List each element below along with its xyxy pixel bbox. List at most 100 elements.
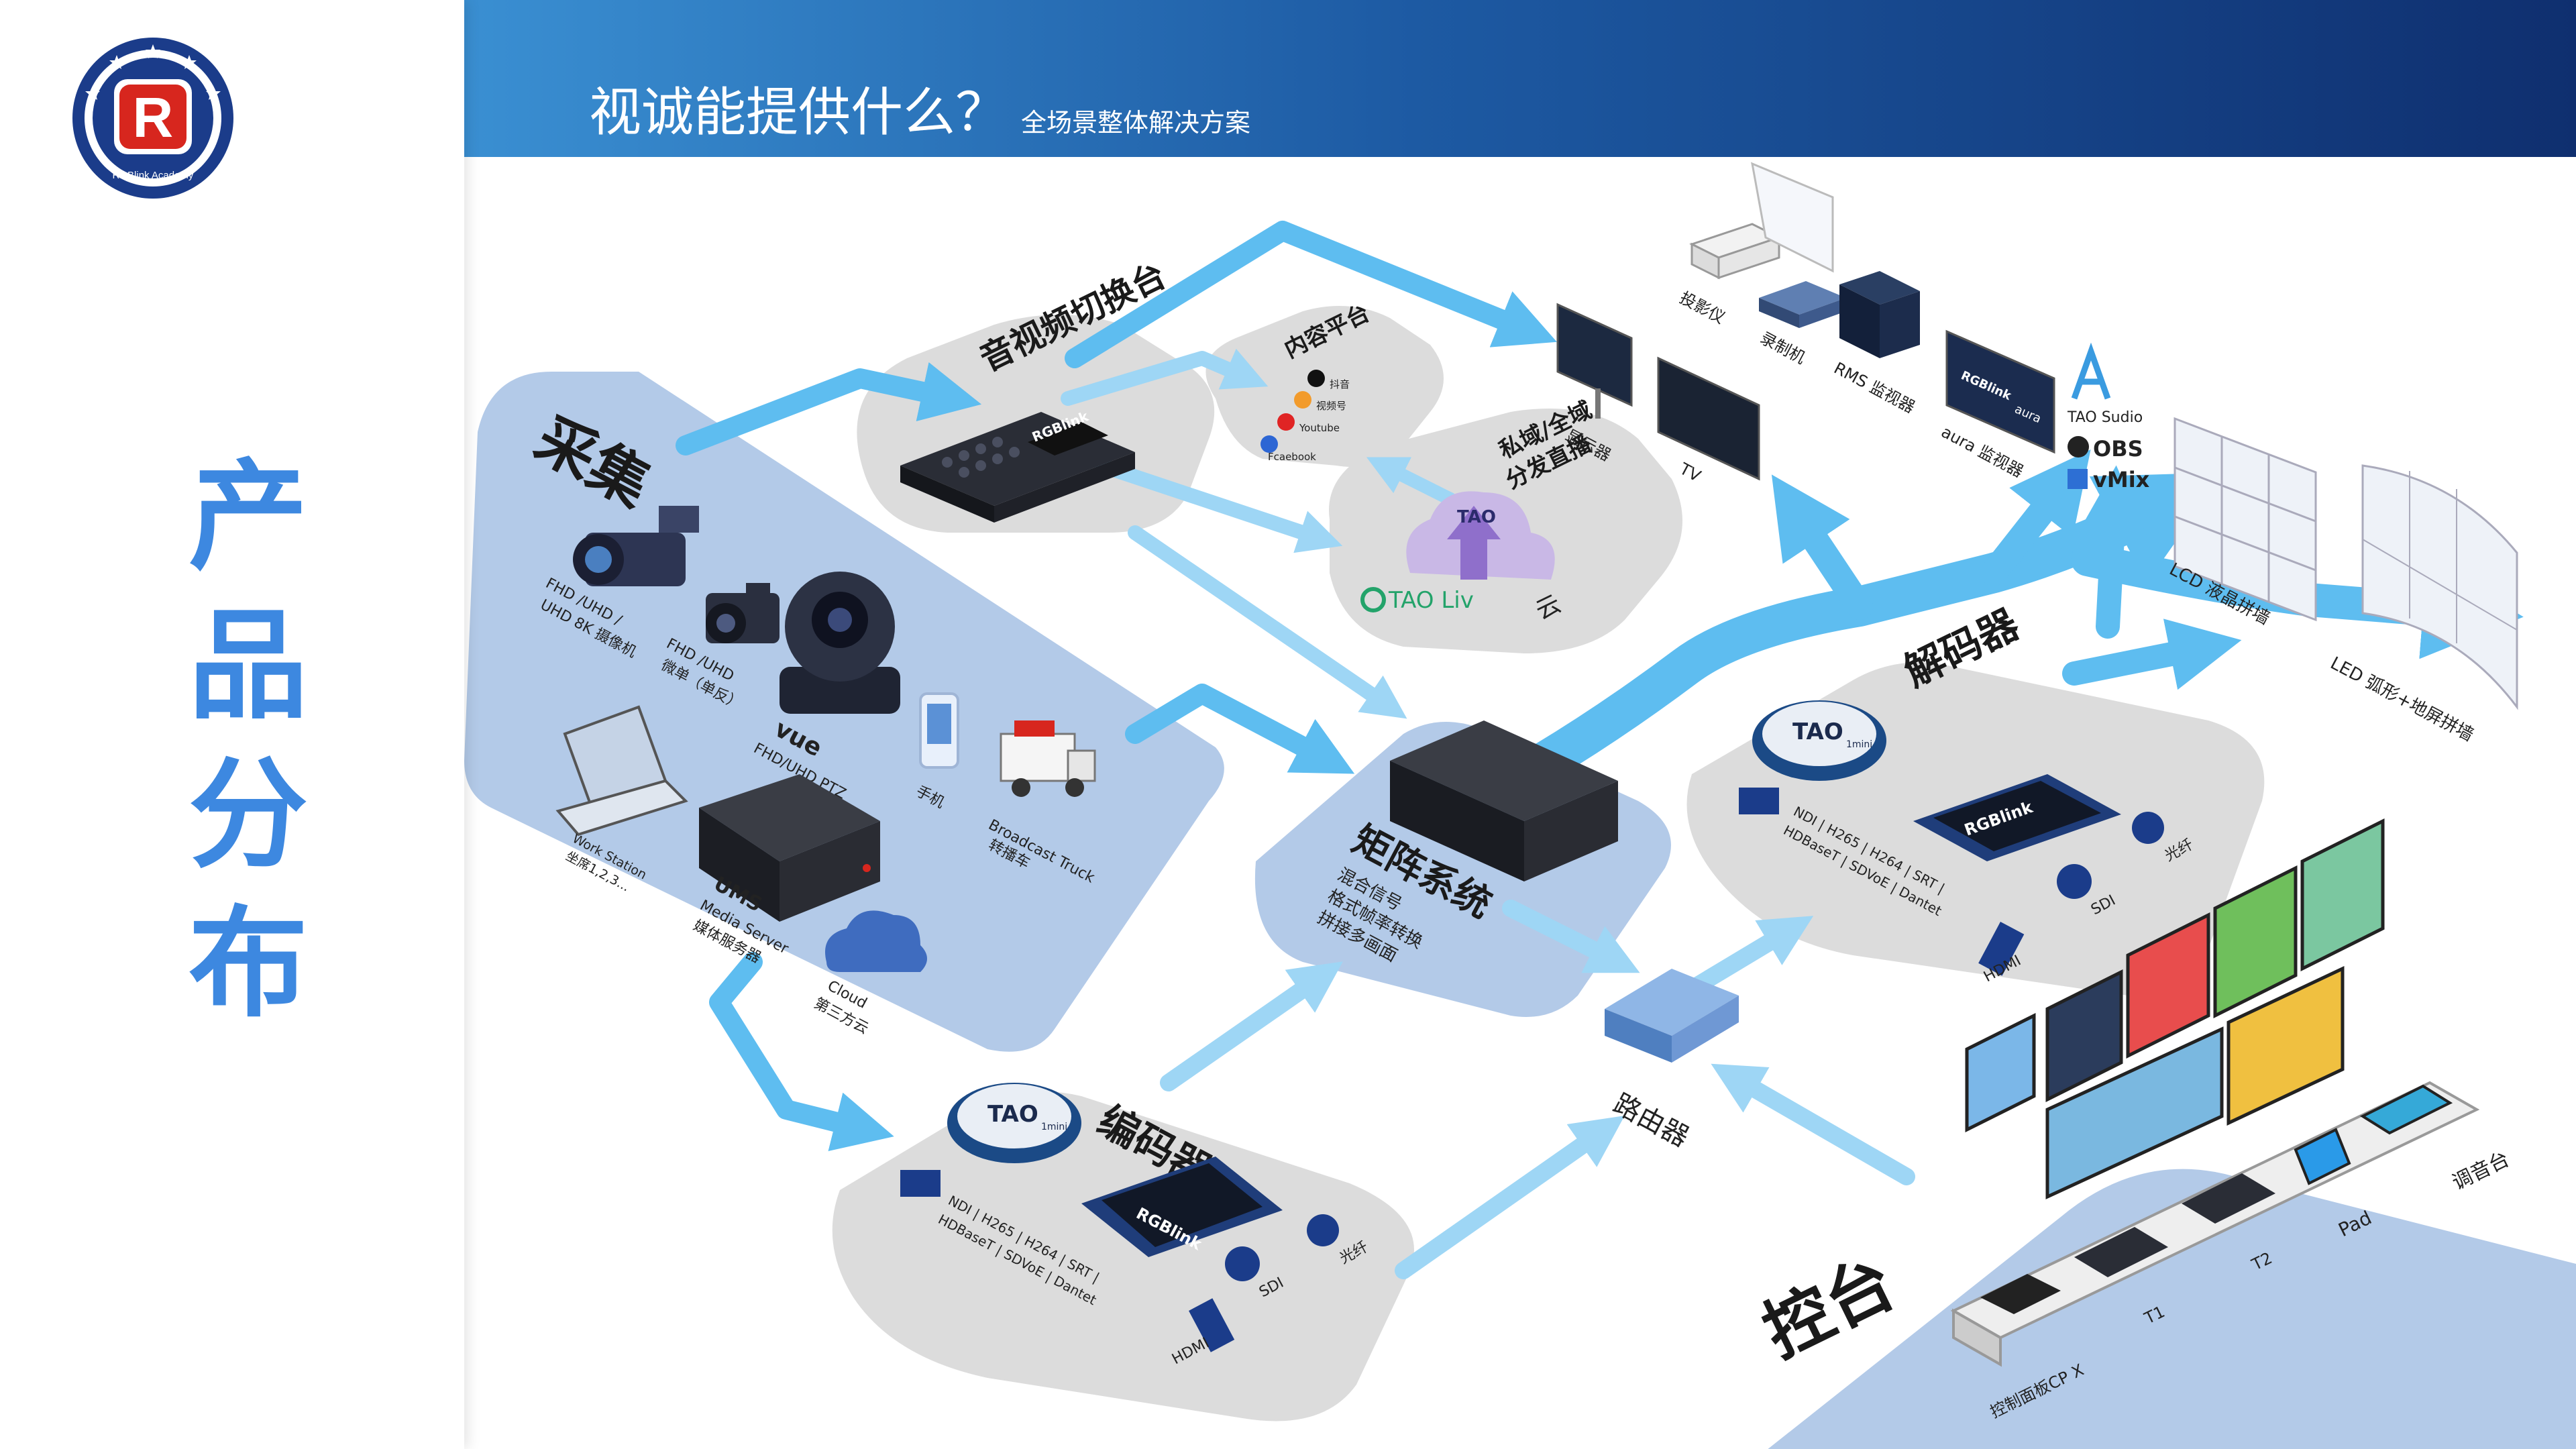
software-obs: OBS bbox=[2093, 436, 2143, 462]
arrow-encoder-to-router bbox=[1395, 1116, 1625, 1279]
side-title: 产 品 分 布 bbox=[181, 443, 315, 1038]
header-banner: 视诚能提供什么？ 全场景整体解决方案 bbox=[464, 0, 2576, 157]
arrow-capture-to-switcher bbox=[676, 362, 982, 455]
arrow-matrix-to-router bbox=[1502, 900, 1640, 973]
side-title-char-3: 分 bbox=[189, 745, 308, 884]
decoder-hdmi-icon bbox=[1978, 922, 2025, 976]
encoder-fiber-icon bbox=[1307, 1214, 1339, 1246]
tao-liv-label: TAO Liv bbox=[1388, 587, 1474, 614]
encoder-mini-label: 1mini bbox=[1041, 1122, 1067, 1132]
arrow-switcher-to-monitors bbox=[1065, 221, 1557, 368]
rgblink-academy-logo: R RGBlink Academy bbox=[72, 38, 233, 199]
rms-label: RMS 监视器 bbox=[1831, 359, 1918, 417]
page-subtitle: 全场景整体解决方案 bbox=[1021, 108, 1251, 138]
logo-stars-icon bbox=[85, 44, 221, 100]
arrow-capture-to-encoder bbox=[709, 952, 894, 1152]
encoder-panel bbox=[832, 1091, 1414, 1421]
platform-item-channels: 视频号 bbox=[1316, 400, 1346, 412]
left-panel: R RGBlink Academy 产 品 分 布 bbox=[0, 0, 464, 1449]
projector-label: 投影仪 bbox=[1676, 288, 1728, 328]
douyin-icon bbox=[1307, 370, 1325, 387]
facebook-icon bbox=[1260, 435, 1278, 453]
recorder-label: 录制机 bbox=[1757, 329, 1809, 368]
decoder-fiber-icon bbox=[2132, 812, 2164, 844]
side-title-char-4: 布 bbox=[189, 894, 308, 1033]
vmix-logo-icon bbox=[2068, 469, 2088, 489]
arrow-console-to-router bbox=[1711, 1063, 1915, 1185]
encoder-hdmi-icon bbox=[1189, 1298, 1235, 1352]
tv-label: TV bbox=[1676, 459, 1704, 486]
tao-cloud-upload-icon bbox=[1406, 491, 1555, 580]
software-vmix: vMix bbox=[2093, 467, 2150, 492]
t1-controller-icon bbox=[2074, 1227, 2168, 1277]
decoder-sdi-icon bbox=[2057, 864, 2092, 899]
encoder-network-icon bbox=[900, 1170, 941, 1197]
platform-item-douyin: 抖音 bbox=[1330, 378, 1350, 390]
encoder-tao-mini-icon bbox=[947, 1083, 1081, 1163]
tao-studio-logo-icon bbox=[2071, 342, 2111, 400]
software-tao-studio: TAO Sudio bbox=[2067, 409, 2143, 426]
youtube-icon bbox=[1277, 413, 1295, 431]
arrow-capture-to-matrix bbox=[1125, 684, 1355, 774]
side-title-char-2: 品 bbox=[189, 596, 308, 735]
ums-media-server-icon bbox=[699, 774, 880, 922]
control-panel-cpx-icon bbox=[1980, 1274, 2061, 1314]
solution-diagram: 采集 FHD /UHD / UHD 8K 摄像机 FHD /UHD 微单（单反）… bbox=[464, 162, 2576, 1449]
arrow-decoder-to-lcd bbox=[2062, 619, 2242, 690]
tv-icon bbox=[1657, 356, 1760, 481]
router-device-icon bbox=[1605, 969, 1739, 1063]
aura-monitor-icon bbox=[1945, 329, 2055, 454]
matrix-device-icon bbox=[1390, 720, 1618, 881]
phone-icon bbox=[919, 692, 959, 769]
obs-logo-icon bbox=[2068, 436, 2089, 458]
page-title: 视诚能提供什么？ bbox=[589, 83, 1008, 143]
decoder-tao-label: TAO bbox=[1792, 718, 1843, 745]
encoder-tao-label: TAO bbox=[987, 1101, 1038, 1128]
encoder-sdi-icon bbox=[1225, 1246, 1260, 1281]
router-label: 路由器 bbox=[1608, 1088, 1694, 1153]
arrow-matrix-to-outputs-trunk bbox=[1504, 472, 2224, 794]
decoder-panel-device-icon bbox=[1913, 774, 2121, 861]
console-mixer-label: 调音台 bbox=[2449, 1147, 2513, 1195]
projector-icon bbox=[1689, 162, 1834, 280]
logo-badge-red bbox=[119, 85, 186, 149]
arrow-cloud-to-platform bbox=[1366, 457, 1457, 506]
workstation-icon bbox=[555, 705, 688, 837]
arrow-to-aura bbox=[1980, 449, 2091, 586]
led-label: LED 弧形+地屏拼墙 bbox=[2327, 653, 2477, 746]
channels-icon bbox=[1294, 391, 1311, 409]
broadcast-truck-icon bbox=[1000, 720, 1096, 797]
arrow-router-to-decoder bbox=[1683, 916, 1814, 998]
content-platform-panel bbox=[1205, 306, 1444, 467]
arrow-switcher-to-matrix bbox=[1128, 525, 1407, 719]
recorder-icon bbox=[1759, 281, 1846, 328]
platform-item-facebook: Fcaebook bbox=[1268, 451, 1316, 463]
arrow-switcher-to-cloud bbox=[1094, 458, 1343, 553]
console-monitor-wall-icon bbox=[1965, 818, 2385, 1199]
rms-monitor-wall-icon bbox=[1839, 271, 1920, 358]
arrow-matrix-to-tv bbox=[1771, 474, 1873, 620]
encoder-panel-device-icon bbox=[1081, 1157, 1283, 1257]
platform-item-youtube: Youtube bbox=[1299, 422, 1340, 434]
arrow-encoder-to-matrix bbox=[1160, 961, 1343, 1091]
cloud-icon bbox=[825, 910, 927, 972]
decoder-network-icon bbox=[1739, 788, 1779, 814]
decoder-tao-mini-icon bbox=[1752, 700, 1886, 781]
arrow-to-software bbox=[2076, 465, 2149, 639]
dslr-camera-icon bbox=[706, 583, 780, 643]
lcd-video-wall-icon bbox=[2174, 417, 2317, 622]
side-title-char-1: 产 bbox=[189, 447, 308, 586]
logo-letter: R bbox=[133, 86, 174, 149]
arrow-switcher-to-platform bbox=[1061, 348, 1269, 406]
console-panel bbox=[1705, 1169, 2576, 1449]
console-title: 控台 bbox=[1752, 1243, 1907, 1373]
audio-mixer-icon bbox=[2359, 1084, 2453, 1135]
decoder-mini-label: 1mini bbox=[1846, 739, 1872, 750]
logo-ring-text: RGBlink Academy bbox=[113, 170, 194, 181]
ptz-camera-icon bbox=[780, 572, 900, 714]
t2-controller-icon bbox=[2182, 1173, 2275, 1224]
pad-tablet-icon bbox=[2294, 1128, 2351, 1185]
camcorder-icon bbox=[573, 506, 699, 586]
led-curved-wall-icon bbox=[2361, 464, 2518, 710]
tao-liv-logo-icon bbox=[1360, 587, 1386, 612]
